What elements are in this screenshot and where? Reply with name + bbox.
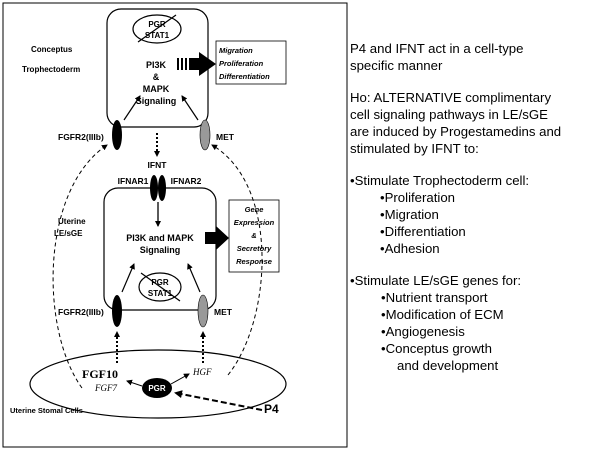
fgfr2-receptor-bottom: [112, 295, 122, 327]
outcome-top-1: Migration: [219, 46, 253, 55]
p4-label: P4: [264, 402, 279, 416]
pgr-to-fgf-arrow: [126, 379, 143, 387]
striped-arrow-top: [177, 52, 216, 76]
met-top-signal-arrow: [181, 95, 199, 121]
pgr-stat1-cross-top: [137, 14, 177, 43]
outcome-mid-2: Expression: [234, 218, 275, 227]
pgr-to-hgf-arrow: [170, 373, 190, 385]
ifnt-label: IFNT: [148, 160, 168, 170]
stat1-label-top: STAT1: [145, 31, 170, 40]
troph-item: •Adhesion: [380, 241, 440, 256]
ifnar2-label: IFNAR2: [171, 176, 202, 186]
le-item: •Angiogenesis: [381, 324, 465, 339]
met-label-top: MET: [216, 132, 235, 142]
top-signal-line3: MAPK: [143, 84, 170, 94]
le-item: •Nutrient transport: [381, 290, 488, 305]
ifnar2-receptor: [158, 175, 166, 201]
figure-frame: [2, 2, 348, 448]
fgf10-to-conceptus-curve: [52, 144, 108, 389]
met-receptor-top: [199, 119, 211, 151]
uterine-label-line1: Uterine: [58, 217, 86, 226]
met-label-bottom: MET: [214, 307, 233, 317]
heading-line1: P4 and IFNT act in a cell-type: [350, 41, 524, 56]
hypothesis-line1: Ho: ALTERNATIVE complimentary: [350, 90, 552, 105]
outcome-mid-3: &: [251, 231, 256, 240]
stromal-cells-ellipse: [29, 349, 287, 419]
fgfr2-top-signal-arrow: [123, 95, 141, 121]
p4-to-pgr-arrow: [174, 390, 263, 411]
response-arrow: [205, 226, 229, 250]
pgr-stat1-cross-mid: [140, 272, 181, 302]
hypothesis-panel: P4 and IFNT act in a cell-type specific …: [350, 40, 598, 374]
fgfr2-label-bottom: FGFR2(IIIb): [58, 307, 104, 317]
top-signal-line4: Signaling: [136, 96, 177, 106]
uterine-label-line2: LE/sGE: [54, 229, 83, 238]
top-signal-line2: &: [153, 72, 160, 82]
outcome-top-3: Differentiation: [219, 72, 270, 81]
fgfr2-mid-signal-arrow: [121, 263, 135, 293]
hypothesis-line4: stimulated by IFNT to:: [350, 141, 479, 156]
stromal-label: Uterine Stomal Cells: [10, 406, 83, 415]
troph-heading: •Stimulate Trophectoderm cell:: [350, 173, 530, 188]
troph-item: •Migration: [380, 207, 439, 222]
stat1-label-mid: STAT1: [148, 289, 173, 298]
outcome-mid-4: Secretory: [237, 244, 272, 253]
top-signal-line1: PI3K: [146, 60, 167, 70]
outcome-top-2: Proliferation: [219, 59, 264, 68]
troph-item: •Proliferation: [380, 190, 455, 205]
hgf-label: HGF: [192, 367, 212, 377]
met-mid-signal-arrow: [187, 263, 201, 293]
le-item: •Modification of ECM: [381, 307, 504, 322]
fgfr2-receptor-top: [112, 120, 122, 150]
le-item-continuation: and development: [397, 358, 499, 373]
pgr-label-top: PGR: [148, 20, 166, 29]
conceptus-label-line2: Trophectoderm: [22, 65, 80, 74]
pgr-stromal-oval: [142, 378, 172, 398]
mid-signal-line1: PI3K and MAPK: [126, 233, 194, 243]
outcome-box-top: [215, 40, 287, 85]
fgf7-label: FGF7: [94, 383, 117, 393]
conceptus-label-line1: Conceptus: [31, 45, 73, 54]
hgf-to-conceptus-curve: [211, 144, 263, 376]
met-receptor-bottom: [197, 294, 209, 328]
hypothesis-line3: are induced by Progestamedins and: [350, 124, 562, 139]
hypothesis-line2: cell signaling pathways in LE/sGE: [350, 107, 548, 122]
outcome-box-mid: [228, 199, 280, 273]
fgf10-label: FGF10: [82, 367, 118, 381]
mid-signal-line2: Signaling: [140, 245, 181, 255]
outcome-mid-5: Response: [236, 257, 272, 266]
troph-item: •Differentiation: [380, 224, 466, 239]
ifnar1-label: IFNAR1: [118, 176, 149, 186]
ifnar1-receptor: [150, 175, 158, 201]
pgr-label-mid: PGR: [151, 278, 169, 287]
heading-line2: specific manner: [350, 58, 443, 73]
pgr-label-bottom: PGR: [148, 384, 166, 393]
le-heading: •Stimulate LE/sGE genes for:: [350, 273, 522, 288]
fgfr2-label-top: FGFR2(IIIb): [58, 132, 104, 142]
le-item: •Conceptus growth: [381, 341, 492, 356]
outcome-mid-1: Gene: [245, 205, 264, 214]
